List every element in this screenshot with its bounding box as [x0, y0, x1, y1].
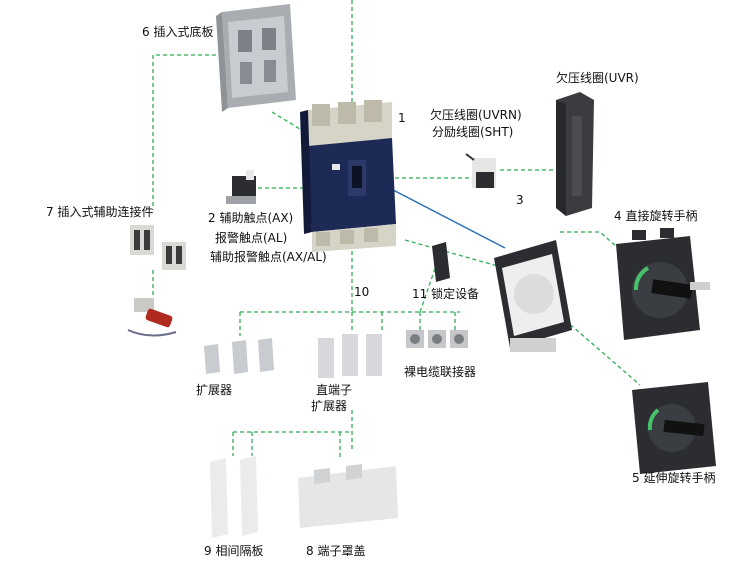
undervoltage-coil-label: 欠压线圈(UVR) [556, 71, 639, 85]
extended-handle-label: 5 延伸旋转手柄 [632, 471, 716, 485]
undervoltage-coil-uvrn-label: 欠压线圈(UVRN) [430, 108, 522, 122]
straight-terminal-label-1: 直端子 [316, 383, 353, 397]
coil-number-label: 3 [516, 193, 524, 207]
direct-handle-label: 4 直接旋转手柄 [614, 209, 698, 223]
lock-device-label: 11 锁定设备 [412, 287, 480, 301]
accessory-number-label: 10 [354, 285, 370, 299]
bare-cable-connector-label: 裸电缆联接器 [404, 365, 477, 379]
straight-terminal-label-2: 扩展器 [311, 399, 348, 413]
alarm-contact-label: 报警触点(AL) [215, 231, 288, 245]
base-plate-label: 6 插入式底板 [142, 25, 214, 39]
aux-contact-label: 2 辅助触点(AX) [208, 211, 294, 225]
aux-alarm-contact-label: 辅助报警触点(AX/AL) [210, 250, 327, 264]
terminal-cover-label: 8 端子罩盖 [306, 544, 366, 558]
shunt-coil-label: 分励线圈(SHT) [432, 125, 514, 139]
aux-connector-label: 7 插入式辅助连接件 [46, 205, 154, 219]
phase-barrier-label: 9 相间隔板 [204, 544, 264, 558]
breaker-number-label: 1 [398, 111, 406, 125]
extender-label: 扩展器 [196, 383, 233, 397]
